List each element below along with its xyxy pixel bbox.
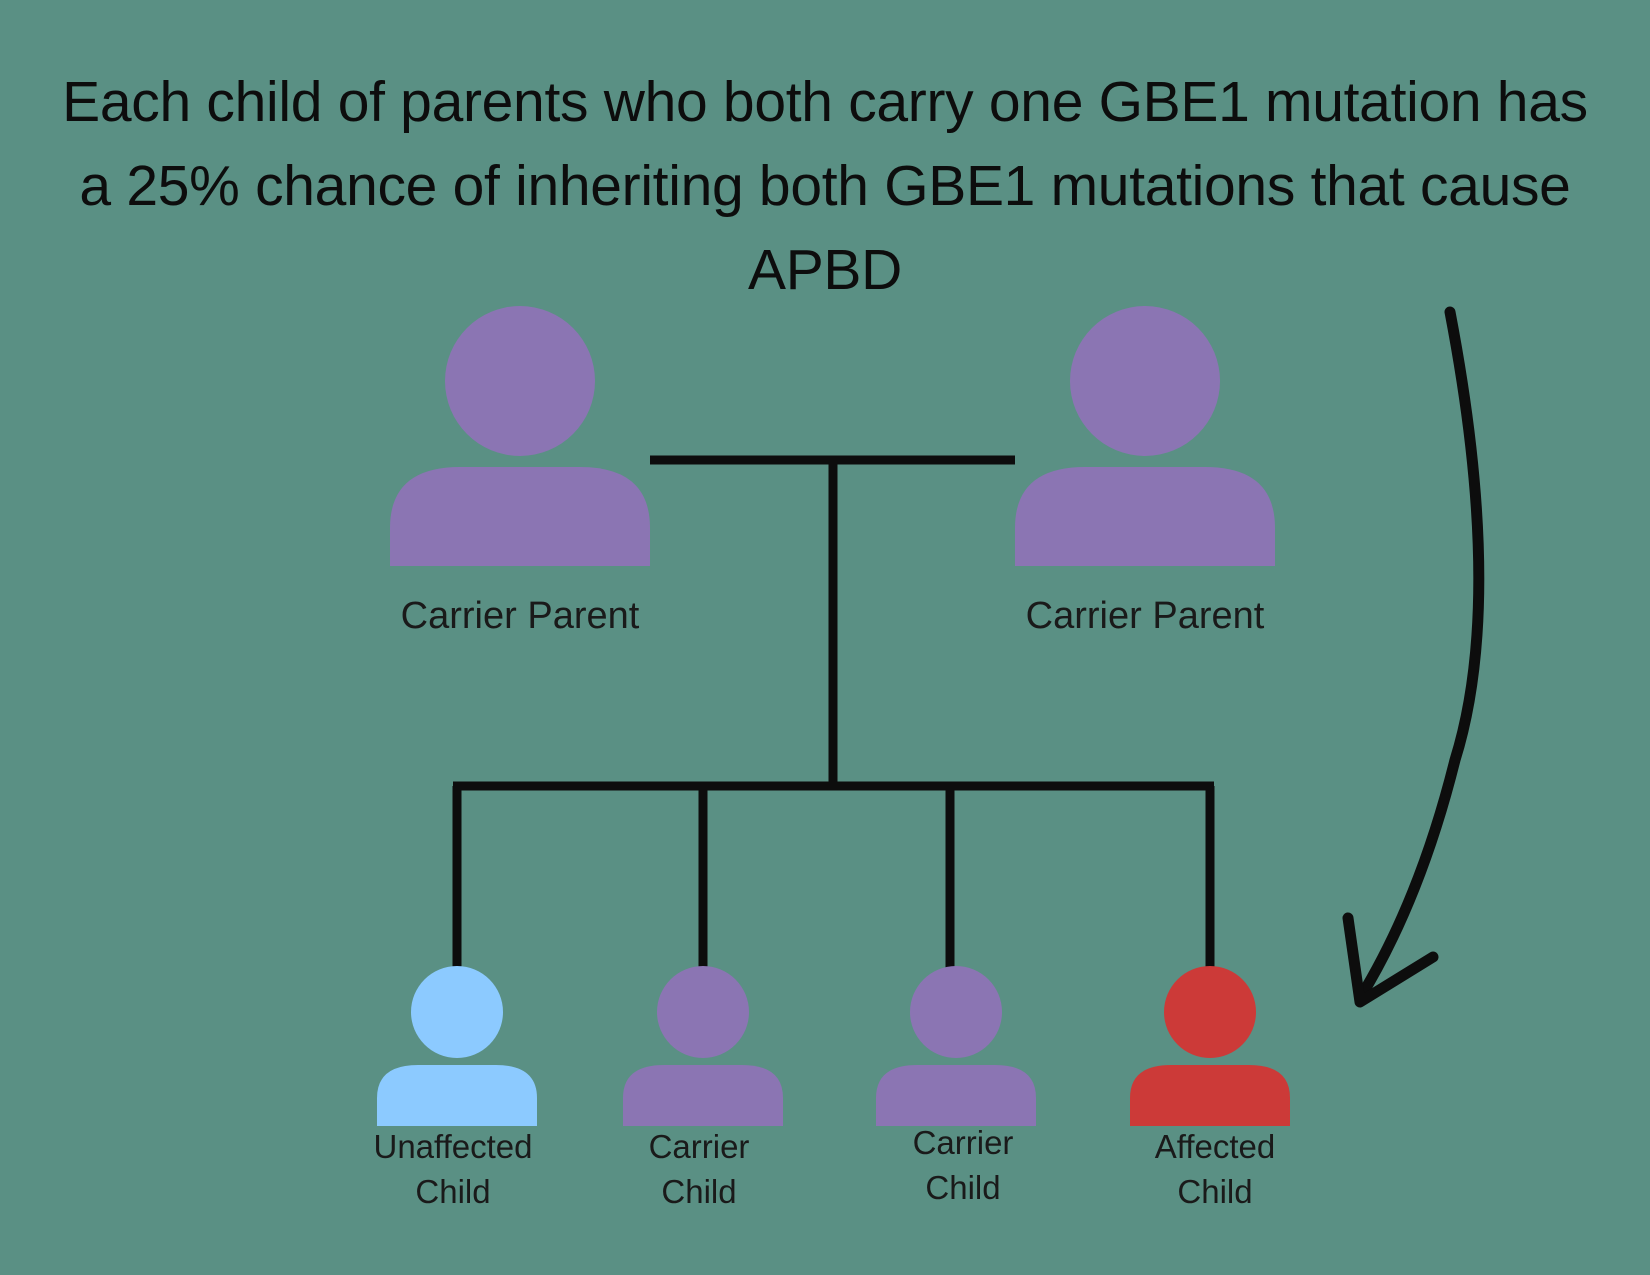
child-label-line-1: Carrier (648, 1128, 750, 1165)
parent-label-1: Carrier Parent (400, 595, 640, 637)
child-body (623, 1065, 783, 1126)
parent-label-2: Carrier Parent (1025, 595, 1265, 637)
child-label-line-1: Carrier (912, 1124, 1014, 1161)
curved-arrow-icon (1342, 306, 1485, 1008)
title-line-2: a 25% chance of inheriting both GBE1 mut… (79, 154, 1571, 218)
parent-body (1015, 467, 1275, 566)
child-body (1130, 1065, 1290, 1126)
child-label-affected: Affected Child (1105, 1124, 1325, 1214)
child-head (910, 966, 1002, 1058)
arrow-head (1342, 912, 1439, 1008)
parent-head (445, 306, 595, 456)
person-icon (876, 966, 1036, 1126)
child-label-line-1: Affected (1154, 1128, 1276, 1165)
parent-head (1070, 306, 1220, 456)
child-head (411, 966, 503, 1058)
person-icon (1015, 306, 1275, 566)
person-icon (1130, 966, 1290, 1126)
person-icon (377, 966, 537, 1126)
child-head (1164, 966, 1256, 1058)
child-label-line-2: Child (925, 1169, 1001, 1206)
person-icon (623, 966, 783, 1126)
child-label-unaffected: Unaffected Child (343, 1124, 563, 1214)
child-body (377, 1065, 537, 1126)
title-line-3: APBD (747, 238, 903, 302)
arrow-shaft (1354, 306, 1485, 1004)
child-label-carrier-1: Carrier Child (589, 1124, 809, 1214)
child-label-line-2: Child (1177, 1173, 1253, 1210)
page-title: Each child of parents who both carry one… (0, 60, 1650, 312)
child-body (876, 1065, 1036, 1126)
child-label-carrier-2: Carrier Child (853, 1120, 1073, 1210)
child-label-line-2: Child (661, 1173, 737, 1210)
child-head (657, 966, 749, 1058)
title-line-1: Each child of parents who both carry one… (62, 70, 1588, 134)
child-label-line-1: Unaffected (373, 1128, 533, 1165)
person-icon (390, 306, 650, 566)
pedigree-connectors (452, 455, 1215, 968)
child-label-line-2: Child (415, 1173, 491, 1210)
parent-body (390, 467, 650, 566)
